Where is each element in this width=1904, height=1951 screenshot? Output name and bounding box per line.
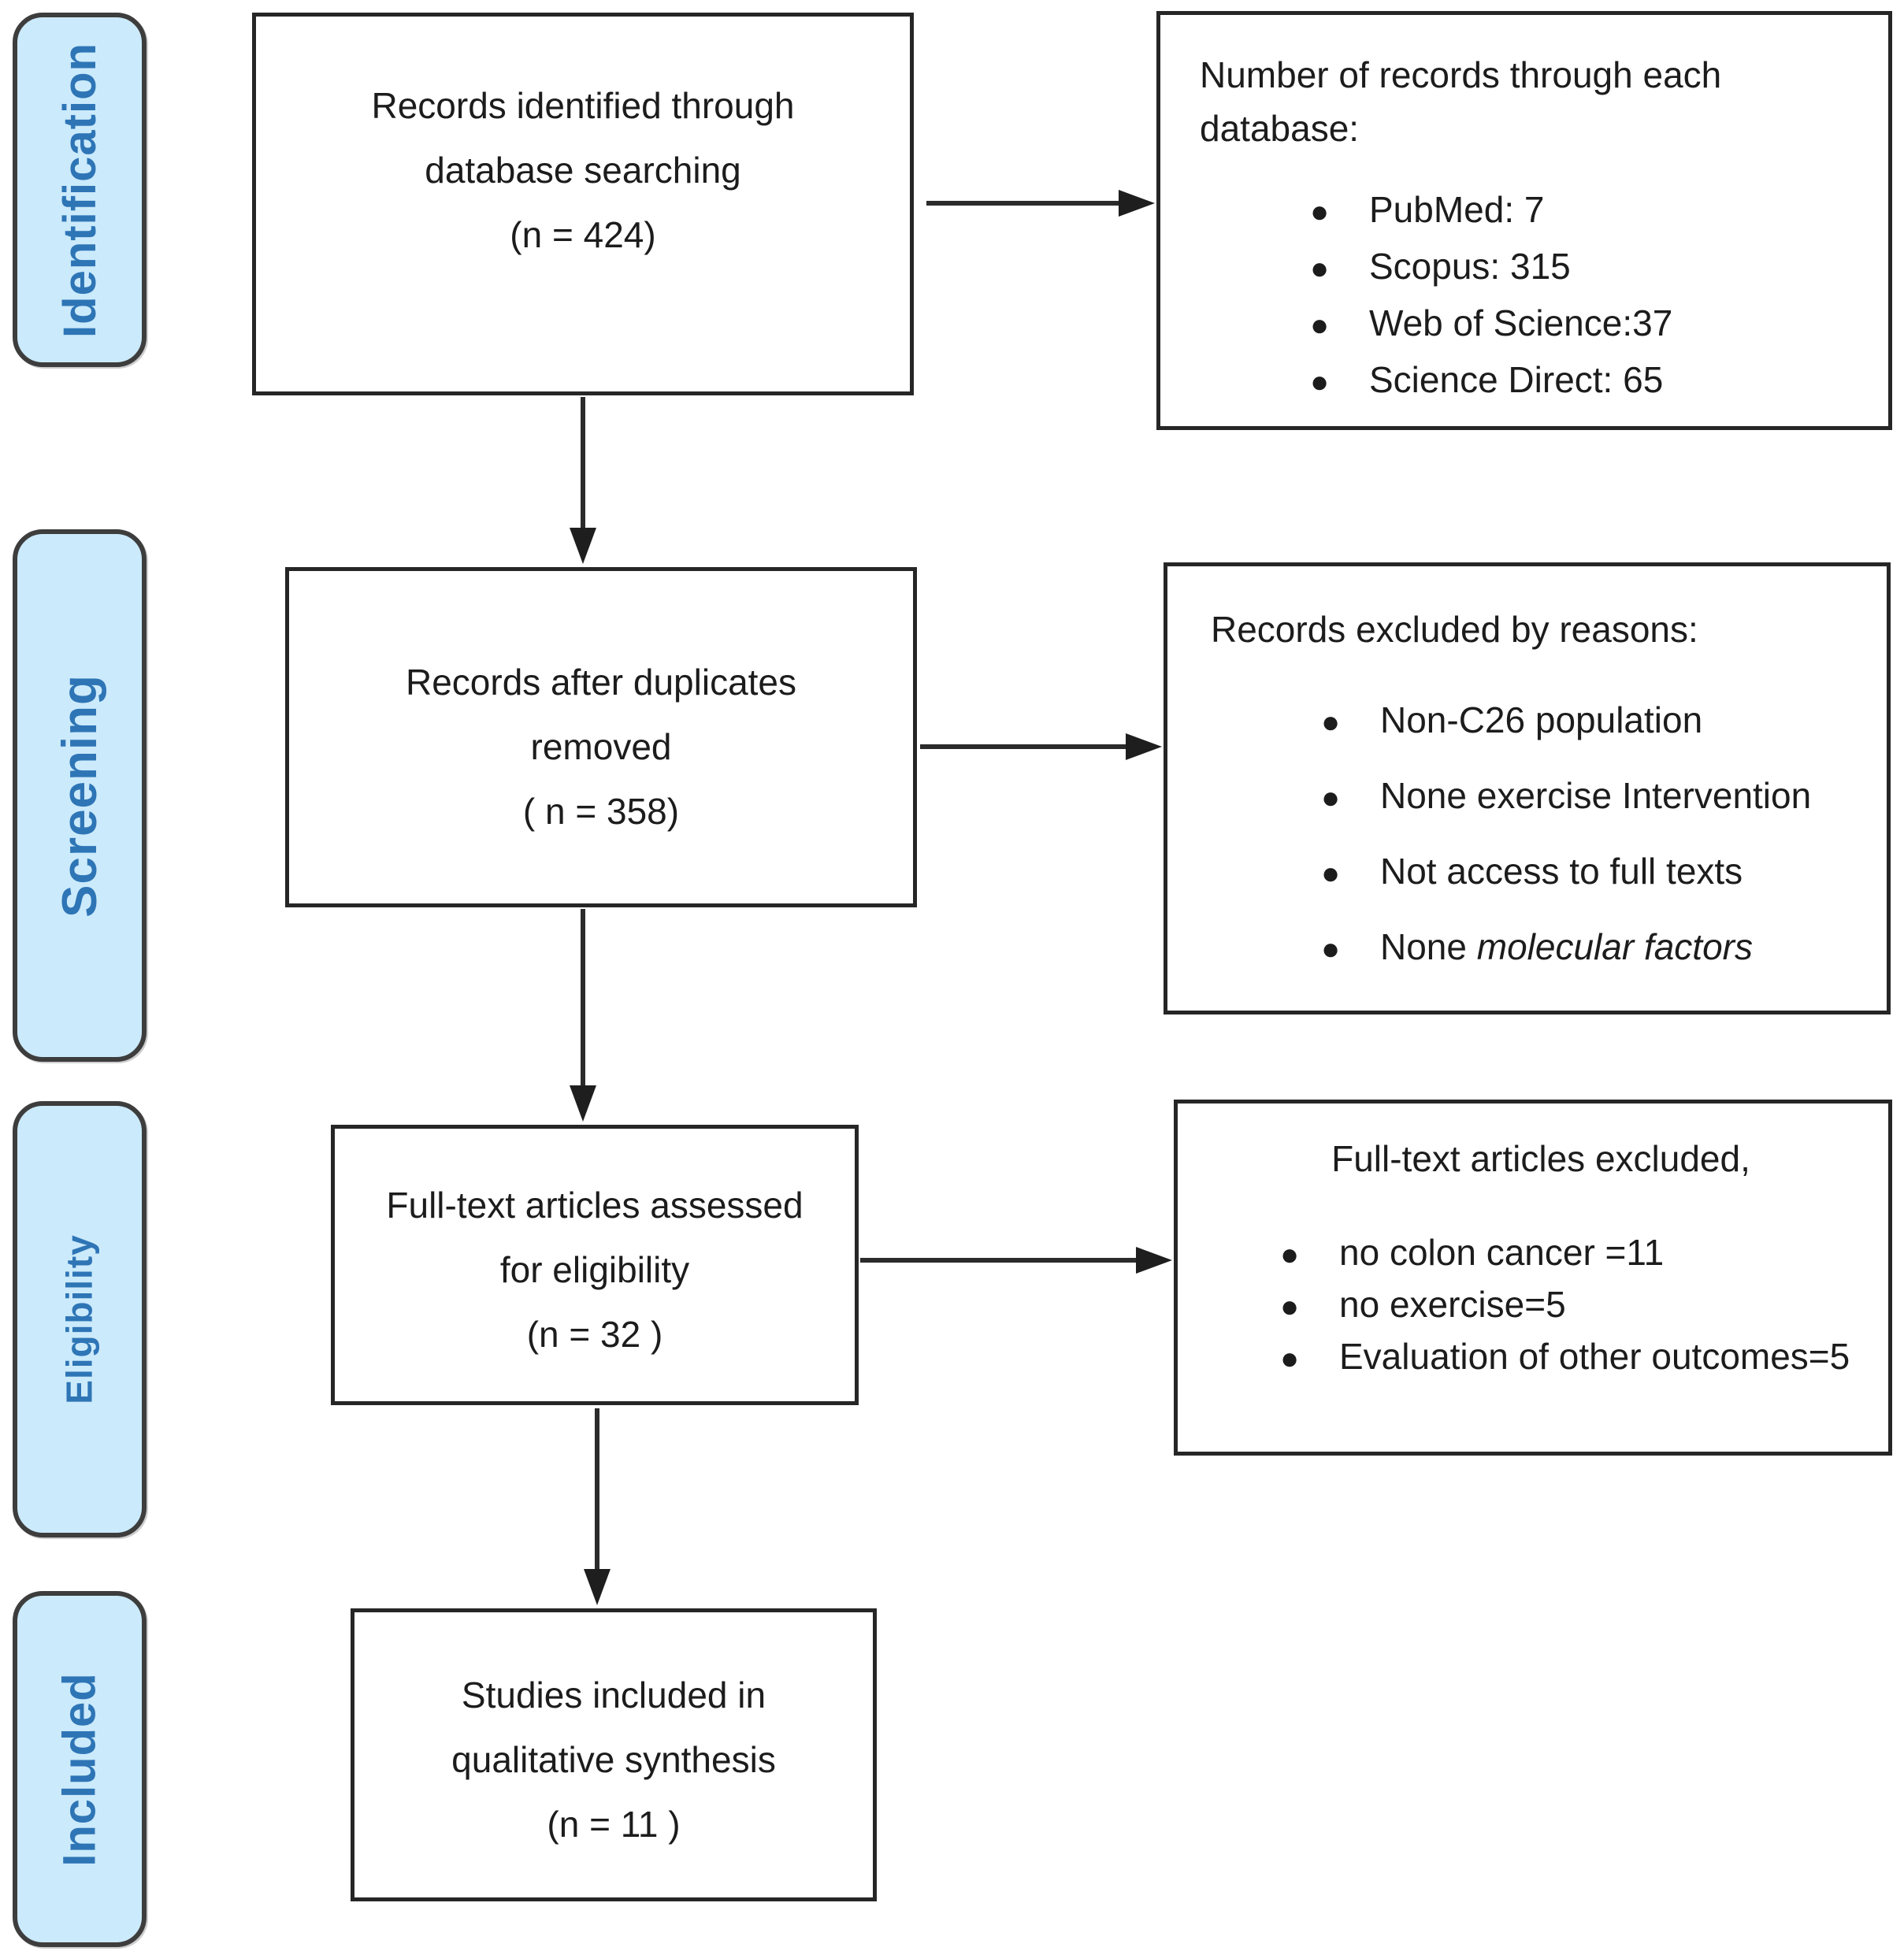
box-fulltext-assessed: Full-text articles assessed for eligibil… <box>331 1125 859 1405</box>
bullet-icon: ● <box>1280 1289 1300 1324</box>
box-studies-included: Studies included in qualitative synthesi… <box>351 1608 877 1901</box>
list-item: ● Web of Science:37 <box>1310 302 1857 344</box>
list-item: ● Scopus: 315 <box>1310 245 1857 287</box>
stage-identification-label: Identification <box>54 42 106 338</box>
stage-eligibility: Eligibility <box>13 1101 147 1537</box>
box-database-counts-title-line: Number of records through each <box>1200 54 1722 95</box>
bullet-icon: ● <box>1321 705 1341 740</box>
stage-screening: Screening <box>13 529 147 1062</box>
excluded-reason: Not access to full texts <box>1380 851 1743 892</box>
list-item: ● None molecular factors <box>1321 925 1863 968</box>
box-database-counts: Number of records through each database:… <box>1156 11 1892 430</box>
stage-screening-label: Screening <box>52 673 107 918</box>
list-item: ● Non-C26 population <box>1321 699 1863 741</box>
fulltext-excluded-reason: Evaluation of other outcomes=5 <box>1339 1336 1850 1377</box>
box-database-counts-title-line: database: <box>1200 108 1360 149</box>
box-duplicates-removed-line: Records after duplicates <box>405 662 797 703</box>
bullet-icon: ● <box>1310 251 1330 286</box>
box-fulltext-assessed-count: (n = 32 ) <box>526 1314 663 1355</box>
bullet-icon: ● <box>1321 781 1341 815</box>
stage-eligibility-label: Eligibility <box>59 1234 100 1404</box>
box-fulltext-assessed-line: Full-text articles assessed <box>386 1185 804 1226</box>
box-records-identified: Records identified through database sear… <box>252 13 914 395</box>
database-count-pubmed: PubMed: 7 <box>1369 189 1545 230</box>
list-item: ● Not access to full texts <box>1321 850 1863 892</box>
database-count-scopus: Scopus: 315 <box>1369 246 1571 287</box>
fulltext-excluded-list: ● no colon cancer =11 ● no exercise=5 ● … <box>1213 1231 1869 1378</box>
excluded-reason: Non-C26 population <box>1380 699 1703 740</box>
stage-included: Included <box>13 1591 147 1947</box>
box-records-identified-line: Records identified through <box>371 85 795 126</box>
box-fulltext-excluded-title: Full-text articles excluded, <box>1331 1138 1750 1179</box>
bullet-icon: ● <box>1280 1341 1300 1376</box>
list-item: ● no colon cancer =11 <box>1280 1231 1869 1274</box>
list-item: ● None exercise Intervention <box>1321 774 1863 817</box>
bullet-icon: ● <box>1310 195 1330 229</box>
stage-identification: Identification <box>13 13 147 367</box>
list-item: ● Science Direct: 65 <box>1310 358 1857 401</box>
box-studies-included-line: qualitative synthesis <box>451 1739 776 1780</box>
box-duplicates-removed: Records after duplicates removed ( n = 3… <box>285 567 917 907</box>
list-item: ● no exercise=5 <box>1280 1283 1869 1326</box>
excluded-reason-italic: molecular factors <box>1476 926 1753 967</box>
database-counts-list: ● PubMed: 7 ● Scopus: 315 ● Web of Scien… <box>1200 188 1857 401</box>
excluded-reason-prefix: None <box>1380 926 1477 967</box>
box-records-excluded-title: Records excluded by reasons: <box>1211 609 1698 650</box>
bullet-icon: ● <box>1310 308 1330 343</box>
bullet-icon: ● <box>1310 365 1330 399</box>
database-count-web-of-science: Web of Science:37 <box>1369 302 1673 343</box>
box-records-identified-line: database searching <box>425 150 741 191</box>
fulltext-excluded-reason: no exercise=5 <box>1339 1284 1566 1325</box>
box-duplicates-removed-line: removed <box>530 726 672 767</box>
list-item: ● Evaluation of other outcomes=5 <box>1280 1335 1869 1378</box>
bullet-icon: ● <box>1280 1237 1300 1272</box>
box-records-identified-count: (n = 424) <box>510 214 656 255</box>
box-database-counts-title: Number of records through each database: <box>1200 48 1857 155</box>
box-duplicates-removed-count: ( n = 358) <box>522 791 680 832</box>
box-fulltext-excluded: Full-text articles excluded, ● no colon … <box>1174 1100 1892 1456</box>
excluded-reason: None molecular factors <box>1380 925 1753 968</box>
excluded-reason: None exercise Intervention <box>1380 775 1812 816</box>
box-studies-included-line: Studies included in <box>461 1675 766 1715</box>
box-studies-included-count: (n = 11 ) <box>547 1804 681 1845</box>
box-records-excluded: Records excluded by reasons: ● Non-C26 p… <box>1164 562 1891 1014</box>
bullet-icon: ● <box>1321 932 1341 966</box>
database-count-science-direct: Science Direct: 65 <box>1369 359 1664 400</box>
stage-included-label: Included <box>54 1671 106 1867</box>
box-fulltext-assessed-line: for eligibility <box>499 1249 690 1290</box>
bullet-icon: ● <box>1321 856 1341 891</box>
list-item: ● PubMed: 7 <box>1310 188 1857 231</box>
excluded-reasons-list: ● Non-C26 population ● None exercise Int… <box>1211 699 1863 968</box>
fulltext-excluded-reason: no colon cancer =11 <box>1339 1232 1665 1273</box>
